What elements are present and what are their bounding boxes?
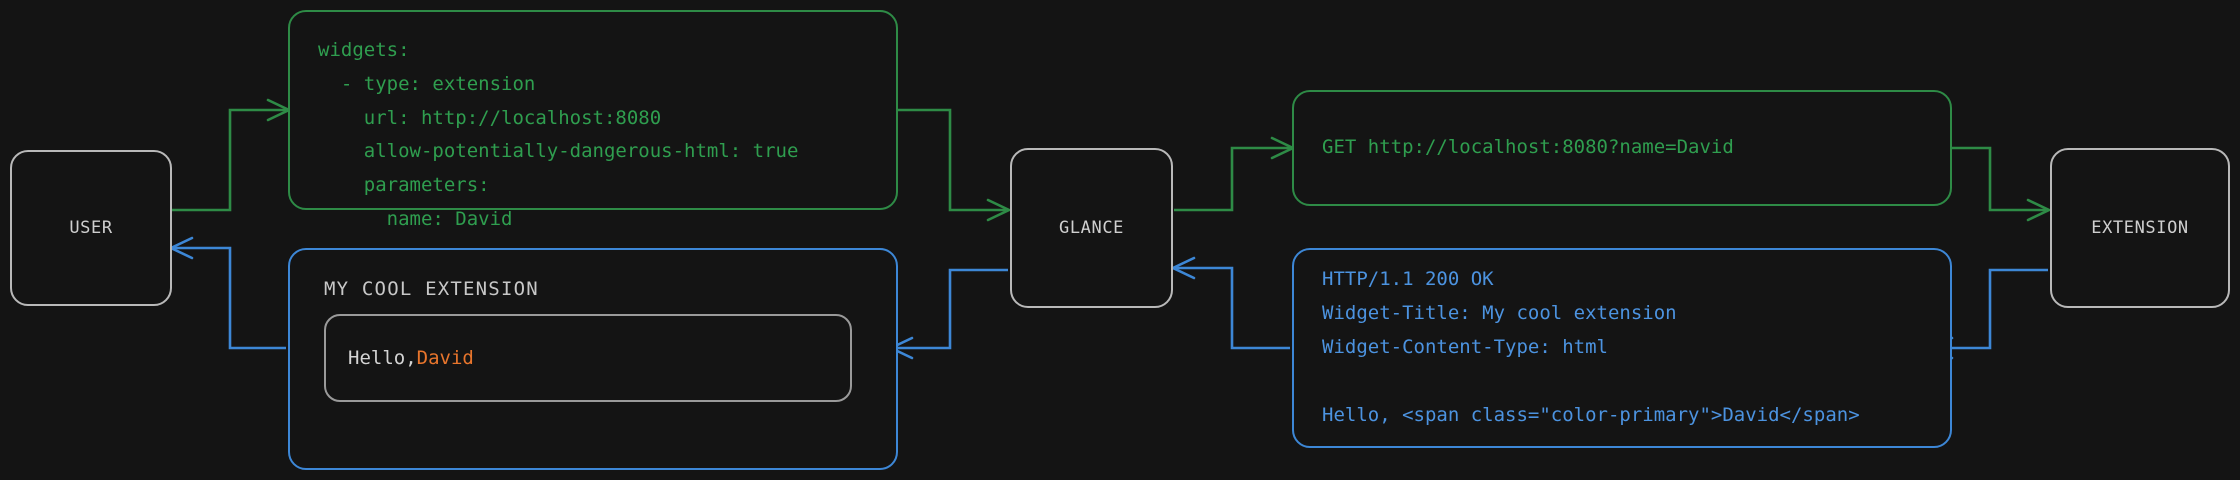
edge-request-to-extension xyxy=(1952,146,2053,222)
widget-name-value: David xyxy=(416,347,474,369)
edge-user-to-config xyxy=(172,98,293,212)
edge-glance-to-widget xyxy=(887,268,1008,360)
node-extension-label: EXTENSION xyxy=(2091,218,2189,238)
widget-greeting-text: Hello, xyxy=(348,347,417,369)
edge-response-to-glance xyxy=(1169,256,1290,350)
node-glance[interactable]: GLANCE xyxy=(1010,148,1173,308)
panel-widget-preview: MY COOL EXTENSION Hello, David xyxy=(288,248,898,470)
edge-widget-to-user xyxy=(167,236,286,350)
edge-glance-to-request xyxy=(1174,136,1297,212)
widget-preview-body: Hello, David xyxy=(324,314,852,402)
panel-http-response: HTTP/1.1 200 OK Widget-Title: My cool ex… xyxy=(1292,248,1952,448)
panel-yaml-config: widgets: - type: extension url: http://l… xyxy=(288,10,898,230)
panel-http-request: GET http://localhost:8080?name=David xyxy=(1292,90,1952,206)
http-response-text: HTTP/1.1 200 OK Widget-Title: My cool ex… xyxy=(1322,268,1860,426)
edge-config-to-glance xyxy=(898,108,1013,222)
yaml-config-text: widgets: - type: extension url: http://l… xyxy=(318,39,799,231)
node-user-label: USER xyxy=(69,218,113,238)
node-glance-label: GLANCE xyxy=(1058,218,1124,238)
http-request-text: GET http://localhost:8080?name=David xyxy=(1322,136,1734,159)
node-user[interactable]: USER xyxy=(10,150,172,306)
widget-preview-title: MY COOL EXTENSION xyxy=(324,278,539,300)
node-extension[interactable]: EXTENSION xyxy=(2050,148,2230,308)
